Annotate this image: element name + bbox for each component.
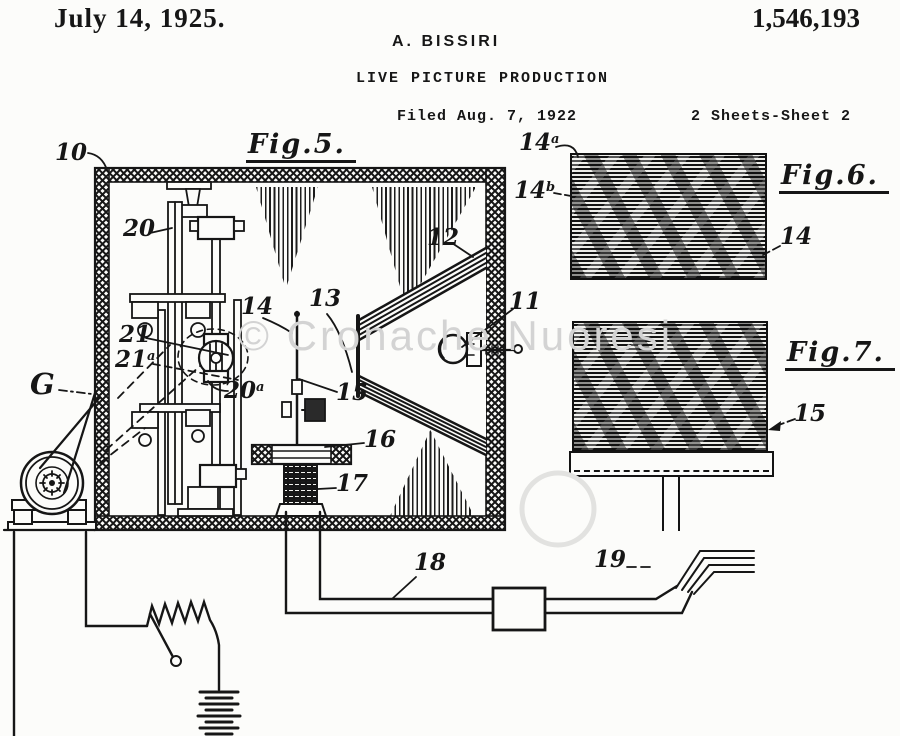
terminal-block [491, 586, 547, 632]
motor-gear [39, 470, 65, 496]
ref-label-21: 21 [119, 321, 152, 348]
ref-label-16: 16 [364, 426, 397, 453]
filing-date: Filed Aug. 7, 1922 [397, 108, 578, 125]
slide-plate [250, 443, 353, 466]
fig6-film-plate [570, 153, 767, 280]
ref-label-20a: 20a [224, 377, 265, 404]
ref-label-11: 11 [509, 288, 542, 315]
motor [2, 450, 97, 532]
light-rays-right [372, 187, 476, 309]
ref-label-20: 20 [123, 215, 156, 242]
ref-label-14a: 14a [519, 129, 560, 156]
fig7-base-dashed-line [574, 470, 769, 472]
fig7-title: Fig.7. [785, 338, 895, 372]
ref-label-18: 18 [414, 549, 447, 576]
fig7-screen-stem [662, 475, 680, 531]
ref-label-10: 10 [55, 139, 88, 166]
ref-label-15: 15 [336, 379, 369, 406]
inventor-name: A. BISSIRI [392, 33, 501, 50]
ref-label-13: 13 [309, 285, 342, 312]
wiring [12, 510, 755, 736]
patent-date: July 14, 1925. [54, 3, 226, 33]
fig5-title: Fig.5. [246, 130, 356, 164]
invention-title: LIVE PICTURE PRODUCTION [356, 70, 610, 87]
ref-label-g: G [30, 367, 55, 401]
solenoid [274, 463, 328, 517]
fig7-screen-base [569, 451, 774, 477]
light-rays-left [256, 187, 318, 289]
watermark: © Cronache Nuoresi [238, 312, 674, 359]
light-rays-bottom [390, 430, 474, 516]
fig7-screen-plate [572, 321, 768, 452]
sheet-count: 2 Sheets-Sheet 2 [691, 108, 852, 125]
ref-label-21a: 21a [115, 346, 156, 373]
rheostat-arm [148, 612, 175, 659]
fig6-title: Fig.6. [779, 161, 889, 195]
rheostat [145, 598, 221, 692]
ref-label-14-fig6: 14 [780, 223, 813, 250]
ref-label-14b: 14b [514, 177, 556, 204]
ref-label-19: 19 [594, 546, 627, 573]
folded-contact [675, 550, 755, 595]
ref-label-17: 17 [336, 470, 369, 497]
drive-belt [38, 391, 102, 495]
ref-label-15-fig7: 15 [794, 400, 827, 427]
battery [196, 690, 242, 736]
ref-label-12: 12 [427, 224, 460, 251]
patent-number: 1,546,193 [752, 3, 860, 33]
